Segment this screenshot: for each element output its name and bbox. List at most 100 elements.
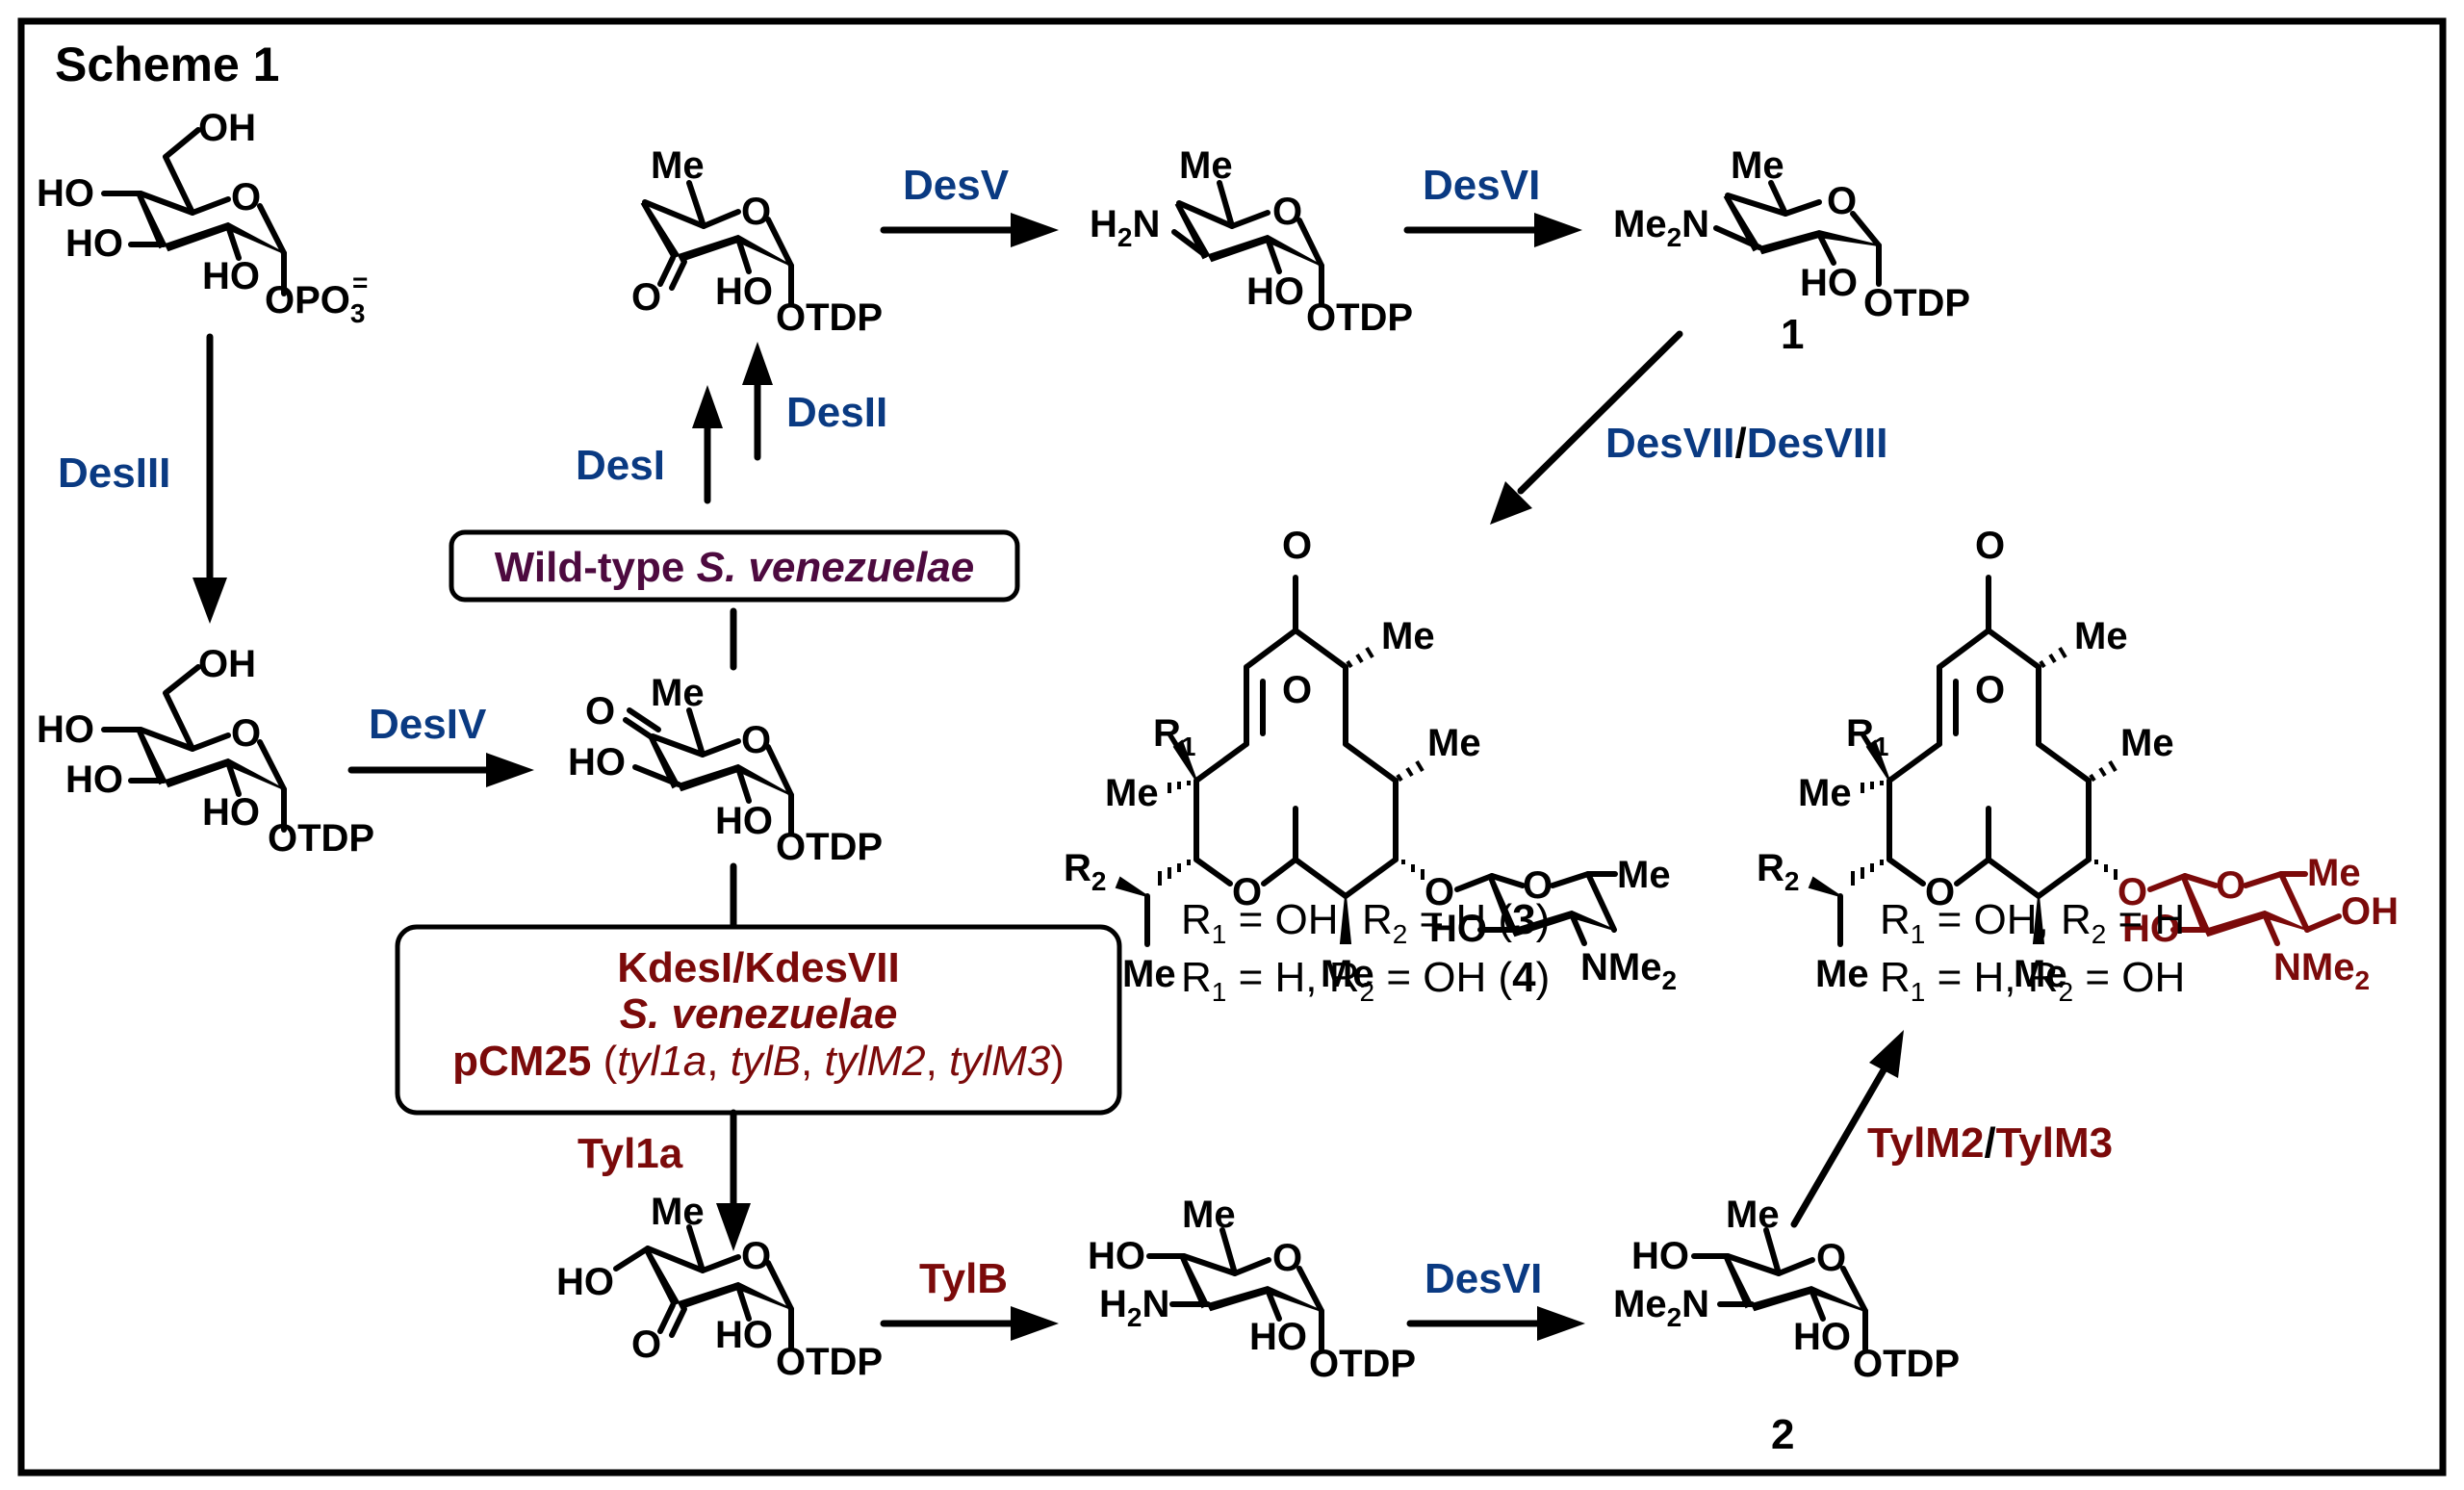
atom-label: R2 [1757, 847, 1799, 896]
atom-label: HO [1631, 1235, 1689, 1277]
atom-label: O [1232, 871, 1262, 913]
atom-label: O [2216, 864, 2246, 907]
atom-label: Me [651, 1191, 705, 1233]
atom-label: O [1925, 871, 1955, 913]
atom-label: Me [2014, 953, 2067, 995]
glucose-1-phosphate: OH HO HO O HO OPO3 = [37, 107, 368, 328]
atom-label: OTDP [776, 296, 883, 339]
atom-label: Me [1726, 1194, 1780, 1236]
atom-label: H2N [1099, 1283, 1169, 1332]
atom-label: HO [556, 1261, 614, 1303]
atom-label: HO [1793, 1316, 1851, 1358]
atom-label: OTDP [776, 826, 883, 868]
enzyme-label-desVI-top: DesVI [1423, 162, 1540, 209]
atom-label: O [1424, 871, 1454, 913]
arrowhead [1011, 213, 1059, 247]
arrow-tylM2-tylM3 [1790, 1065, 1888, 1228]
compound-number-1: 1 [1781, 311, 1804, 358]
r-definition-compound-4: R1 = H, R2 = OH (4) [1181, 954, 1550, 1007]
atom-label: Me [2120, 722, 2174, 764]
mutant-species-label: S. venezuelae [620, 990, 898, 1038]
arrowhead [742, 342, 773, 385]
arrow-desVII-desVIII [1517, 330, 1683, 495]
atom-label: HO [202, 255, 260, 297]
r-definition-mycaminosyl-1: R1 = OH, R2 = H [1880, 896, 2185, 949]
atom-label: HO [715, 1314, 773, 1356]
arrowhead [1490, 481, 1532, 525]
compound-1: Me Me2N O HO OTDP 1 [1613, 144, 1970, 358]
arrowhead [486, 753, 534, 787]
atom-label: Me [651, 144, 705, 187]
atom-label: OTDP [1853, 1343, 1960, 1385]
atom-label: Me2N [1613, 203, 1709, 252]
atom-label: HO [2122, 908, 2180, 950]
atom-label: NMe2 [2273, 946, 2370, 995]
atom-label: O [1816, 1237, 1846, 1279]
atom-label: O [1282, 669, 1312, 711]
atom-label: OTDP [1309, 1343, 1416, 1385]
atom-label: OTDP [1306, 296, 1413, 339]
enzyme-label-tyl1a: Tyl1a [578, 1130, 683, 1177]
enzyme-label-tylM2-tylM3: TylM2/TylM3 [1867, 1119, 2113, 1167]
atom-label: OH [2341, 890, 2399, 933]
atom-label: HO [1800, 262, 1858, 304]
macrolide-desosamine: O Me Me R1 Me R2 Me O O Me O O Me HO NMe… [1064, 525, 1677, 995]
enzyme-label-desI: DesI [576, 442, 665, 489]
atom-label: HO [37, 172, 94, 215]
mutant-strain-box: KdesI/KdesVII S. venezuelae pCM25 (tyl1a… [395, 924, 1122, 1116]
atom-label: O [631, 1323, 661, 1366]
enzyme-label-desVII-desVIII: DesVII/DesVIII [1605, 420, 1888, 467]
atom-label: O [2118, 871, 2147, 913]
atom-label: O [741, 191, 771, 233]
charge-label: = [352, 268, 368, 297]
atom-label: OH [198, 643, 256, 685]
atom-label: O [1827, 180, 1857, 222]
arrowhead [1869, 1030, 1904, 1078]
atom-label: HO [1429, 908, 1487, 950]
atom-label: OPO3 [265, 279, 365, 328]
atom-label: O [631, 276, 661, 319]
enzyme-label-desV: DesV [903, 162, 1010, 209]
atom-label: O [1975, 669, 2005, 711]
keto-3-intermediate: Me O O HO OTDP [631, 144, 883, 339]
wild-type-strain-box: Wild-type S. venezuelae [449, 529, 1020, 603]
compound-2: Me HO Me2N O HO OTDP 2 [1613, 1194, 1960, 1458]
atom-label: R1 [1846, 712, 1888, 761]
macrolide-mycaminose: O Me Me R1 Me R2 Me O O Me O O Me OH HO … [1757, 525, 2399, 995]
atom-label: Me [1381, 615, 1435, 657]
atom-label: Me [2307, 852, 2361, 894]
atom-label: HO [1246, 270, 1304, 313]
atom-label: Me [1798, 772, 1852, 814]
atom-label: HO [715, 270, 773, 313]
atom-label: OTDP [776, 1341, 883, 1383]
atom-label: O [741, 1235, 771, 1277]
atom-label: O [585, 690, 615, 732]
arrowhead [192, 578, 227, 624]
tyl-keto-intermediate: Me HO O O HO OTDP [556, 1191, 883, 1383]
atom-label: R1 [1153, 712, 1195, 761]
atom-label: Me [1731, 144, 1784, 187]
keto-6-deoxy-intermediate: O Me HO O HO OTDP [568, 672, 883, 868]
atom-label: OH [198, 107, 256, 149]
atom-label: O [1272, 1237, 1302, 1279]
atom-label: Me [1179, 144, 1233, 187]
atom-label: Me [1122, 953, 1176, 995]
atom-label: Me [2074, 615, 2128, 657]
enzyme-label-desIV: DesIV [369, 701, 487, 748]
atom-label: OTDP [268, 817, 374, 860]
atom-label: Me [1182, 1194, 1236, 1236]
wild-type-label: Wild-type S. venezuelae [495, 544, 974, 591]
atom-label: NMe2 [1580, 946, 1677, 995]
atom-label: HO [1088, 1235, 1145, 1277]
amino-sugar-intermediate: Me H2N O HO OTDP [1090, 144, 1413, 339]
atom-label: OTDP [1863, 282, 1970, 324]
r-definition-compound-3: R1 = OH, R2 = H (3) [1181, 896, 1550, 949]
atom-label: Me [1815, 953, 1869, 995]
arrowhead [716, 1203, 751, 1251]
atom-label: HO [37, 708, 94, 751]
atom-label: Me [1105, 772, 1159, 814]
enzyme-label-desVI-bottom: DesVI [1424, 1255, 1542, 1302]
atom-label: Me [1617, 854, 1671, 896]
atom-label: H2N [1090, 203, 1160, 252]
compound-number-2: 2 [1771, 1411, 1794, 1458]
